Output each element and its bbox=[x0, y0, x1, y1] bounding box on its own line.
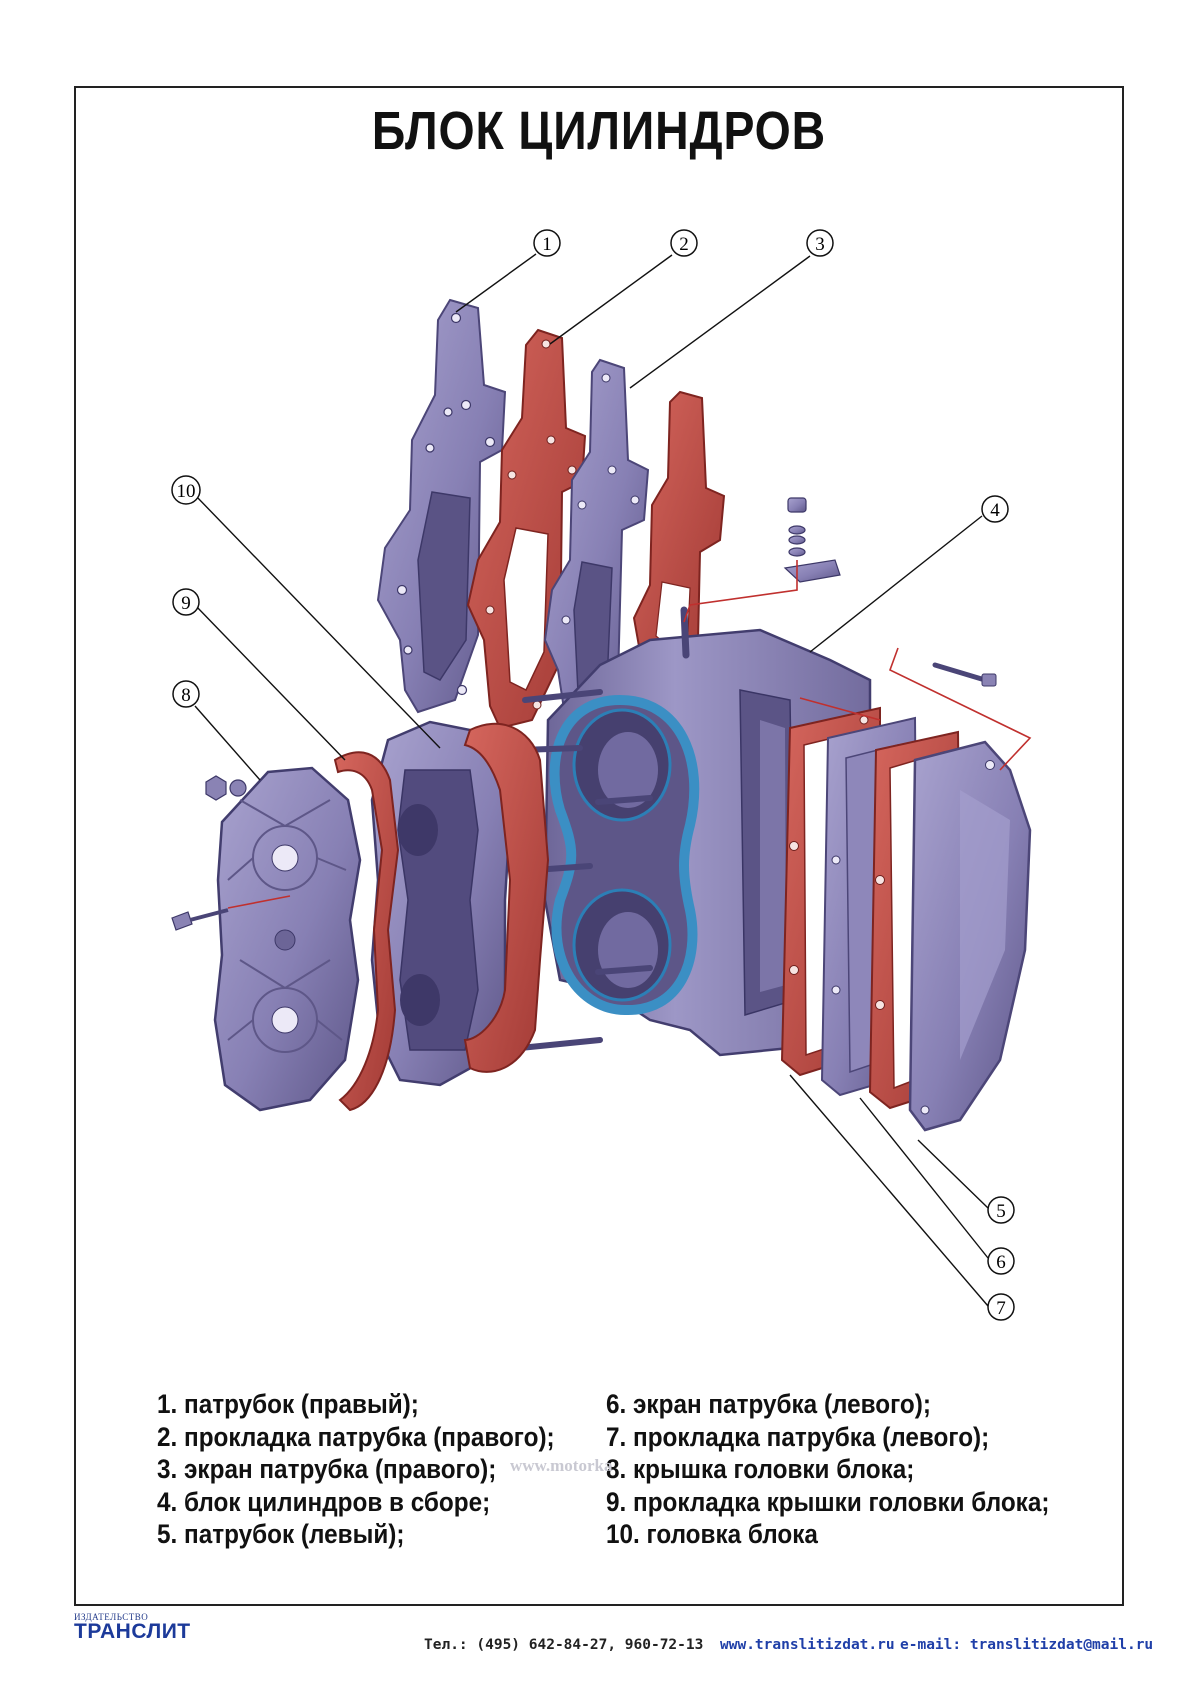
svg-text:9: 9 bbox=[181, 593, 191, 614]
callout-3: 3 bbox=[806, 229, 834, 257]
legend-item-8: 8. крышка головки блока; bbox=[606, 1454, 915, 1484]
page-title: БЛОК ЦИЛИНДРОВ bbox=[371, 101, 827, 161]
publisher-logo: ИЗДАТЕЛЬСТВО ТРАНСЛИТ bbox=[74, 1612, 204, 1644]
callout-9: 9 bbox=[172, 588, 200, 616]
side-bolt bbox=[932, 662, 997, 687]
footer-email[interactable]: e-mail: translitizdat@mail.ru bbox=[900, 1637, 1154, 1653]
legend-left-column: 1. патрубок (правый); 2. прокладка патру… bbox=[157, 1388, 599, 1551]
callout-10: 10 bbox=[171, 475, 201, 505]
legend-item-1: 1. патрубок (правый); bbox=[157, 1389, 419, 1419]
callout-8: 8 bbox=[172, 680, 200, 708]
footer-website[interactable]: www.translitizdat.ru bbox=[720, 1637, 895, 1653]
legend-item-2: 2. прокладка патрубка (правого); bbox=[157, 1421, 555, 1452]
svg-text:5: 5 bbox=[996, 1201, 1006, 1222]
part-9-cover-gasket bbox=[333, 751, 400, 1112]
callout-6: 6 bbox=[987, 1247, 1015, 1275]
head-gasket bbox=[463, 722, 550, 1073]
svg-text:6: 6 bbox=[996, 1252, 1006, 1273]
svg-text:1: 1 bbox=[542, 234, 552, 255]
callout-4: 4 bbox=[981, 495, 1009, 523]
callout-1: 1 bbox=[533, 229, 561, 257]
svg-text:3: 3 bbox=[815, 234, 825, 255]
part-10-cylinder-head bbox=[370, 720, 512, 1087]
footer-phone: Тел.: (495) 642-84-27, 960-72-13 bbox=[424, 1637, 704, 1653]
svg-text:4: 4 bbox=[990, 500, 1000, 521]
part-8-head-cover bbox=[171, 766, 362, 1112]
legend-item-10: 10. головка блока bbox=[606, 1519, 818, 1549]
part-4-cylinder-block bbox=[517, 497, 872, 1057]
svg-text:10: 10 bbox=[177, 481, 196, 502]
callout-2: 2 bbox=[670, 229, 698, 257]
callout-7: 7 bbox=[987, 1293, 1015, 1321]
legend-item-4: 4. блок цилиндров в сборе; bbox=[157, 1486, 491, 1517]
svg-text:2: 2 bbox=[679, 234, 689, 255]
publisher-label: ИЗДАТЕЛЬСТВО bbox=[74, 1612, 149, 1622]
legend-item-6: 6. экран патрубка (левого); bbox=[606, 1389, 931, 1419]
legend-item-3: 3. экран патрубка (правого); bbox=[157, 1454, 497, 1484]
legend-item-7: 7. прокладка патрубка (левого); bbox=[606, 1421, 990, 1452]
part-2b-screen-gasket bbox=[632, 390, 726, 662]
poster-frame bbox=[74, 86, 1124, 1606]
publisher-name: ТРАНСЛИТ bbox=[74, 1620, 191, 1643]
callout-5: 5 bbox=[987, 1196, 1015, 1224]
svg-text:7: 7 bbox=[996, 1298, 1006, 1319]
legend-right-column: 6. экран патрубка (левого); 7. прокладка… bbox=[606, 1388, 1099, 1551]
part-5-left-manifold bbox=[908, 740, 1032, 1132]
legend-item-5: 5. патрубок (левый); bbox=[157, 1519, 405, 1549]
red-leader-lines bbox=[227, 560, 1032, 909]
legend-item-9: 9. прокладка крышки головки блока; bbox=[606, 1486, 1050, 1517]
callout-leader-lines bbox=[194, 253, 989, 1307]
watermark: www.motorka bbox=[510, 1456, 613, 1475]
svg-text:8: 8 bbox=[181, 685, 191, 706]
